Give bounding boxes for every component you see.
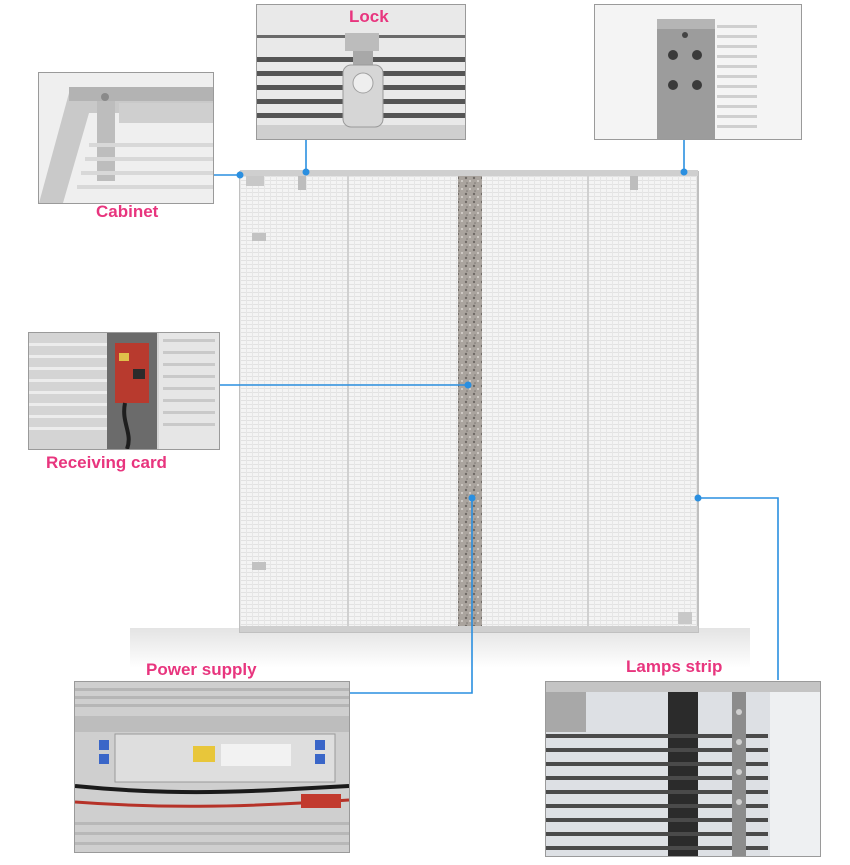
callout-dot-lamps-strip [694, 494, 702, 502]
side-bracket-top [252, 233, 266, 241]
corner-bracket-photo [594, 4, 802, 140]
callout-dot-lock [302, 168, 310, 176]
callout-dot-power-supply [468, 494, 476, 502]
callout-dot-corner [680, 168, 688, 176]
lamps-strip-label: Lamps strip [626, 657, 723, 676]
lock-label: Lock [349, 7, 389, 26]
lock-bracket-right [630, 176, 638, 190]
side-bracket-bottom [252, 562, 266, 570]
callout-line-power-supply [350, 498, 473, 694]
callout-line-lamps-strip [698, 497, 779, 680]
lock-bracket-left [298, 176, 306, 190]
cabinet-label: Cabinet [96, 202, 159, 221]
bottom-frame [240, 626, 698, 632]
power-supply-photo [74, 681, 350, 853]
corner-bracket-br [678, 612, 692, 624]
callout-dot-cabinet [236, 171, 244, 179]
receiving-card-photo [28, 332, 220, 450]
receiving-card-label: Receiving card [46, 453, 167, 472]
center-column [458, 172, 482, 632]
cabinet-corner-photo [38, 72, 214, 204]
callout-dot-receiving-card [464, 381, 472, 389]
top-frame [240, 170, 698, 176]
floor-reflection [130, 628, 750, 668]
power-supply-label: Power supply [146, 660, 257, 679]
corner-bracket-tl [246, 176, 264, 186]
lamps-strip-photo [545, 681, 821, 857]
lock-closeup-photo [256, 4, 466, 140]
